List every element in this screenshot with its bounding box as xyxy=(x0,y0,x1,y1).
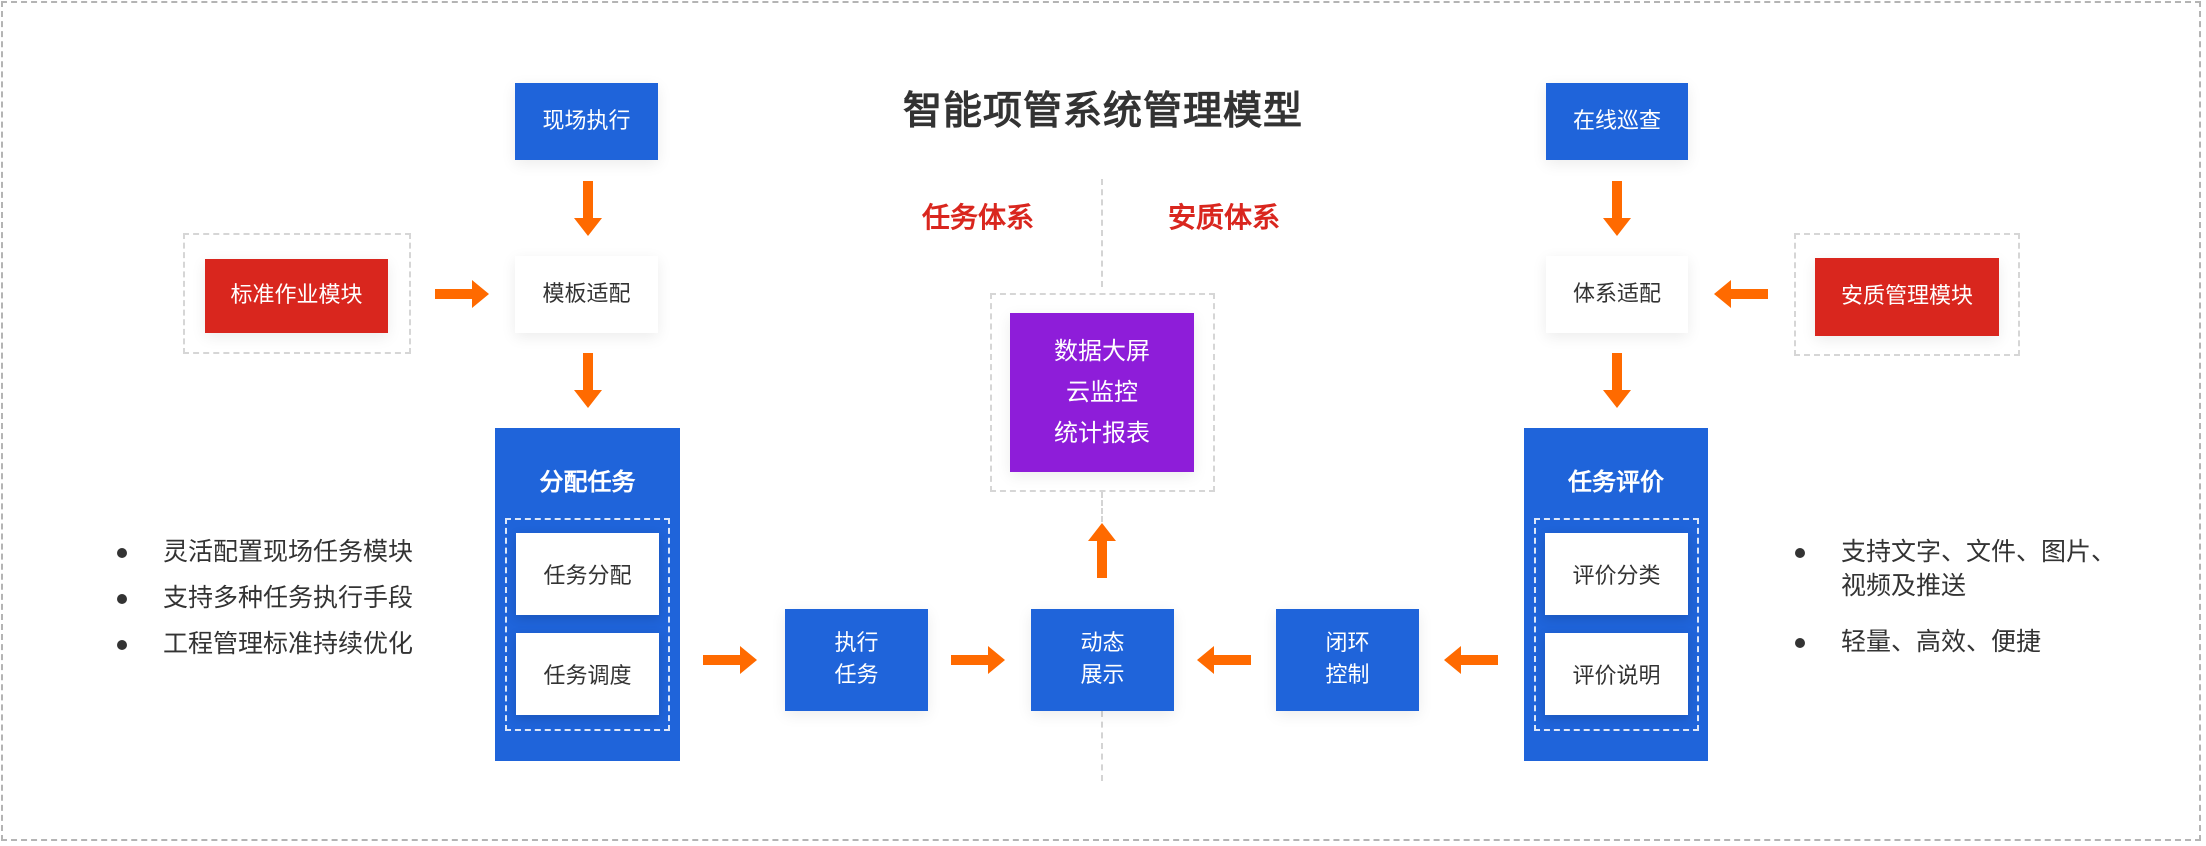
safety-module-box: 安质管理模块 xyxy=(1815,258,1999,336)
evaluation-category-label: 评价分类 xyxy=(1572,564,1661,589)
bullet-icon xyxy=(1795,638,1805,648)
bullet-icon xyxy=(1795,548,1805,558)
left-feature-item: 灵活配置现场任务模块 xyxy=(117,535,413,569)
evaluation-note-label: 评价说明 xyxy=(1572,664,1661,689)
system-adapt-label: 体系适配 xyxy=(1572,281,1661,307)
bullet-icon xyxy=(117,594,127,604)
right-feature-list: 支持文字、文件、图片、 视频及推送 轻量、高效、便捷 xyxy=(1795,535,2116,671)
section-label-task-system: 任务体系 xyxy=(921,201,1034,234)
task-schedule-item: 任务调度 xyxy=(516,633,659,715)
closed-loop-line-1: 闭环 xyxy=(1325,631,1370,656)
arrow-right-icon xyxy=(435,280,489,308)
dashboard-frame xyxy=(990,293,1215,492)
field-execution-label: 现场执行 xyxy=(542,108,631,134)
arrow-down-icon xyxy=(574,181,602,236)
task-evaluation-group: 任务评价 评价分类 评价说明 xyxy=(1524,428,1708,761)
standard-module-label: 标准作业模块 xyxy=(230,283,363,308)
bullet-icon xyxy=(117,548,127,558)
right-feature-item: 支持文字、文件、图片、 视频及推送 xyxy=(1795,535,2116,603)
evaluation-category-item: 评价分类 xyxy=(1545,533,1688,615)
center-divider-top xyxy=(1101,179,1103,287)
dynamic-display-box: 动态 展示 xyxy=(1031,609,1174,711)
safety-module-label: 安质管理模块 xyxy=(1840,284,1973,309)
task-evaluation-title: 任务评价 xyxy=(1568,468,1664,496)
arrow-down-icon xyxy=(1603,353,1631,408)
dynamic-display-line-1: 动态 xyxy=(1080,631,1125,656)
template-adapt-box: 模板适配 xyxy=(515,256,658,333)
section-label-safety-system: 安质体系 xyxy=(1167,201,1280,234)
standard-module-box: 标准作业模块 xyxy=(205,259,388,333)
arrow-down-icon xyxy=(1603,181,1631,236)
left-feature-list: 灵活配置现场任务模块 支持多种任务执行手段 工程管理标准持续优化 xyxy=(117,535,413,673)
dashboard-line-2: 云监控 xyxy=(1066,378,1138,406)
dashboard-box: 数据大屏 云监控 统计报表 xyxy=(1010,313,1194,472)
arrow-left-icon xyxy=(1444,646,1498,674)
assign-task-title: 分配任务 xyxy=(539,468,636,496)
task-assign-item: 任务分配 xyxy=(516,533,659,615)
right-feature-item: 轻量、高效、便捷 xyxy=(1795,625,2116,659)
dashboard-line-3: 统计报表 xyxy=(1054,419,1150,447)
center-divider-bottom xyxy=(1101,711,1103,781)
assign-task-inner-frame xyxy=(505,518,670,731)
template-adapt-label: 模板适配 xyxy=(542,281,631,307)
task-schedule-label: 任务调度 xyxy=(543,664,632,689)
task-assign-label: 任务分配 xyxy=(543,564,632,589)
system-adapt-box: 体系适配 xyxy=(1546,256,1688,333)
task-evaluation-inner-frame xyxy=(1534,518,1699,731)
standard-module-frame xyxy=(183,233,411,354)
arrow-left-icon xyxy=(1714,280,1768,308)
arrow-right-icon xyxy=(951,646,1005,674)
left-feature-item: 工程管理标准持续优化 xyxy=(117,627,413,661)
evaluation-note-item: 评价说明 xyxy=(1545,633,1688,715)
arrow-right-icon xyxy=(703,646,757,674)
execute-task-line-1: 执行 xyxy=(834,631,879,656)
field-execution-box: 现场执行 xyxy=(515,83,658,160)
closed-loop-line-2: 控制 xyxy=(1325,663,1370,688)
execute-task-box: 执行 任务 xyxy=(785,609,928,711)
arrow-down-icon xyxy=(574,353,602,408)
online-patrol-box: 在线巡查 xyxy=(1546,83,1688,160)
online-patrol-label: 在线巡查 xyxy=(1572,108,1661,134)
closed-loop-box: 闭环 控制 xyxy=(1276,609,1419,711)
arrow-left-icon xyxy=(1197,646,1251,674)
dashboard-line-1: 数据大屏 xyxy=(1054,337,1150,365)
center-divider-mid xyxy=(1101,492,1103,522)
bullet-icon xyxy=(117,640,127,650)
safety-module-frame xyxy=(1794,233,2020,356)
left-feature-item: 支持多种任务执行手段 xyxy=(117,581,413,615)
dynamic-display-line-2: 展示 xyxy=(1080,663,1125,688)
arrow-up-icon xyxy=(1088,523,1116,578)
execute-task-line-2: 任务 xyxy=(834,663,879,688)
assign-task-group: 分配任务 任务分配 任务调度 xyxy=(495,428,680,761)
diagram-title: 智能项管系统管理模型 xyxy=(902,89,1303,134)
